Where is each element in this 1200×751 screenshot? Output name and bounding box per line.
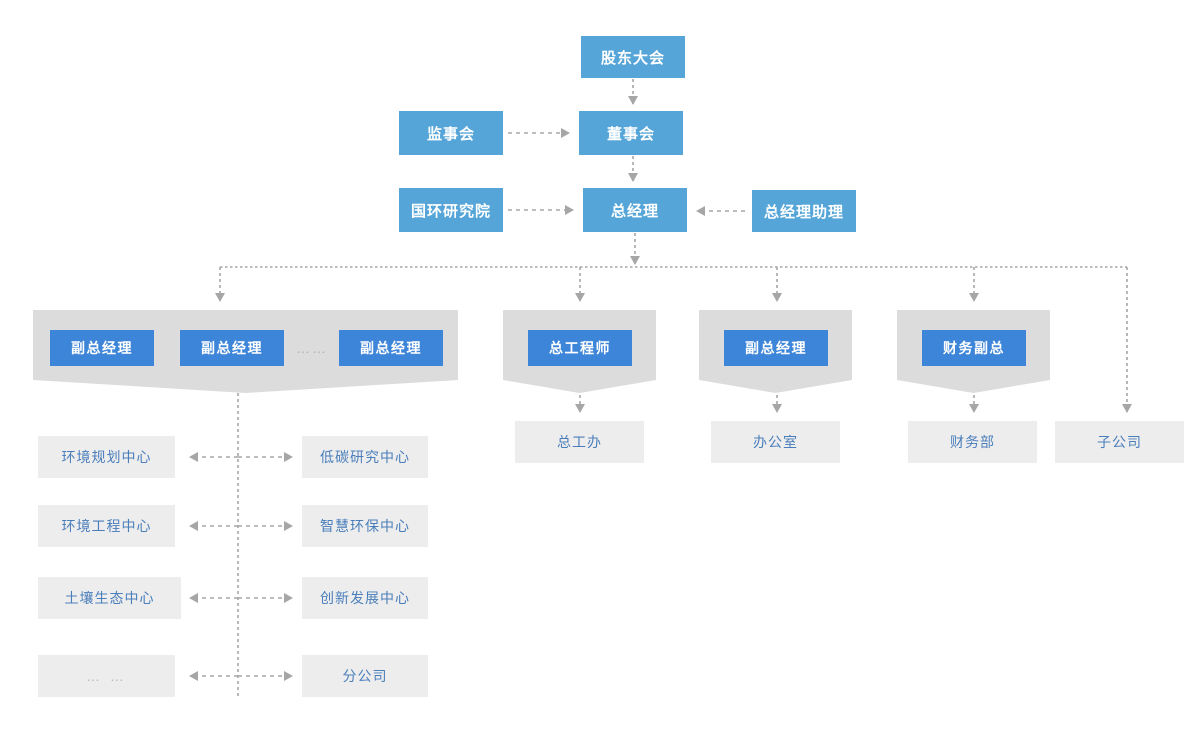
node-soil-ecology-center[interactable]: 土壤生态中心 <box>38 577 181 619</box>
node-gm-assistant[interactable]: 总经理助理 <box>752 190 856 232</box>
node-vp-n[interactable]: 副总经理 <box>339 330 443 366</box>
node-low-carbon-center[interactable]: 低碳研究中心 <box>302 436 428 478</box>
node-vp-2[interactable]: 副总经理 <box>180 330 284 366</box>
node-innovation-center[interactable]: 创新发展中心 <box>302 577 428 619</box>
node-vp-admin[interactable]: 副总经理 <box>724 330 828 366</box>
node-chief-engineer-office[interactable]: 总工办 <box>515 421 644 463</box>
node-institute[interactable]: 国环研究院 <box>399 188 503 232</box>
node-vp-1[interactable]: 副总经理 <box>50 330 154 366</box>
vp-group-ellipsis: …… <box>296 340 328 356</box>
node-env-engineering-center[interactable]: 环境工程中心 <box>38 505 175 547</box>
node-board[interactable]: 董事会 <box>579 111 683 155</box>
node-admin-office[interactable]: 办公室 <box>711 421 840 463</box>
node-smart-env-center[interactable]: 智慧环保中心 <box>302 505 428 547</box>
node-chief-engineer[interactable]: 总工程师 <box>528 330 632 366</box>
node-more-centers[interactable]: … … <box>38 655 175 697</box>
node-shareholders[interactable]: 股东大会 <box>581 36 685 78</box>
node-supervisors[interactable]: 监事会 <box>399 111 503 155</box>
node-branch-company[interactable]: 分公司 <box>302 655 428 697</box>
node-env-planning-center[interactable]: 环境规划中心 <box>38 436 175 478</box>
node-subsidiary[interactable]: 子公司 <box>1055 421 1184 463</box>
node-finance-dept[interactable]: 财务部 <box>908 421 1037 463</box>
node-general-manager[interactable]: 总经理 <box>583 188 687 232</box>
node-cfo[interactable]: 财务副总 <box>922 330 1026 366</box>
